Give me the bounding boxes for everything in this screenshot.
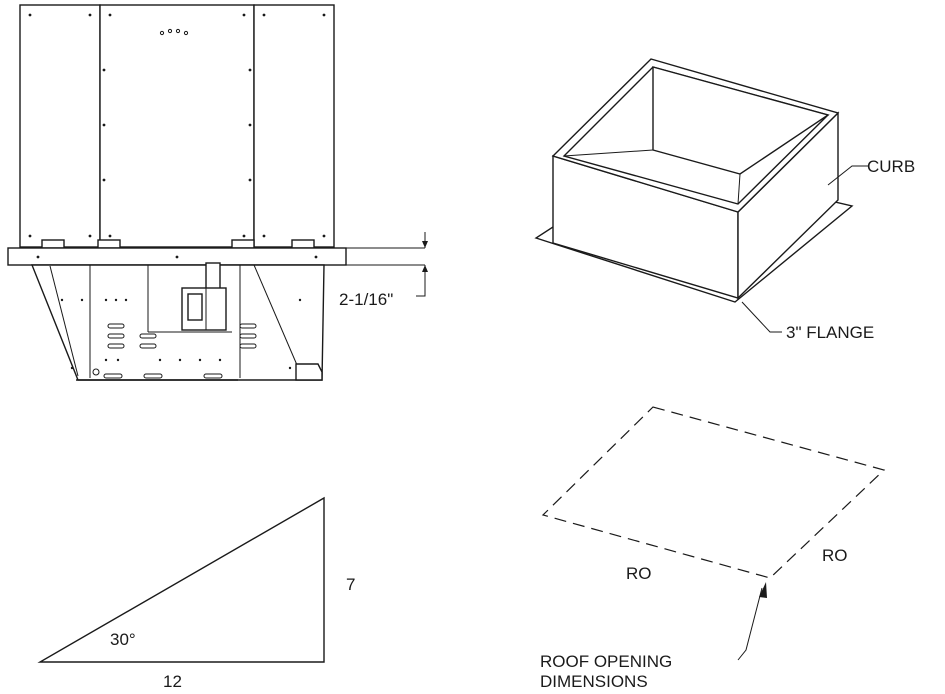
fan-unit-drawing: 2-1/16" [7, 4, 428, 381]
curb-label: CURB [867, 157, 915, 176]
angle-label: 30° [110, 630, 136, 649]
flange-label: 3" FLANGE [786, 323, 874, 342]
run-label: 12 [163, 672, 182, 691]
lower-housing [30, 264, 325, 381]
ro-left-label: RO [626, 564, 652, 583]
roof-opening-label-line2: DIMENSIONS [540, 672, 648, 691]
louver-slots [103, 323, 257, 379]
hood-panel-left [19, 4, 101, 248]
rivet-dots [28, 13, 326, 238]
ro-right-label: RO [822, 546, 848, 565]
motor [181, 262, 227, 331]
roof-opening-label-line1: ROOF OPENING [540, 652, 672, 671]
roof-opening-outline [541, 406, 886, 579]
rise-label: 7 [346, 575, 355, 594]
dimension-callout [346, 232, 428, 297]
roof-opening-drawing [541, 406, 886, 661]
vent-holes [159, 28, 189, 36]
hood-panel-right [253, 4, 335, 248]
dimension-label: 2-1/16" [339, 290, 393, 309]
curb-drawing [534, 58, 868, 333]
pitch-triangle [37, 496, 325, 663]
hood-panel-center [99, 4, 255, 248]
